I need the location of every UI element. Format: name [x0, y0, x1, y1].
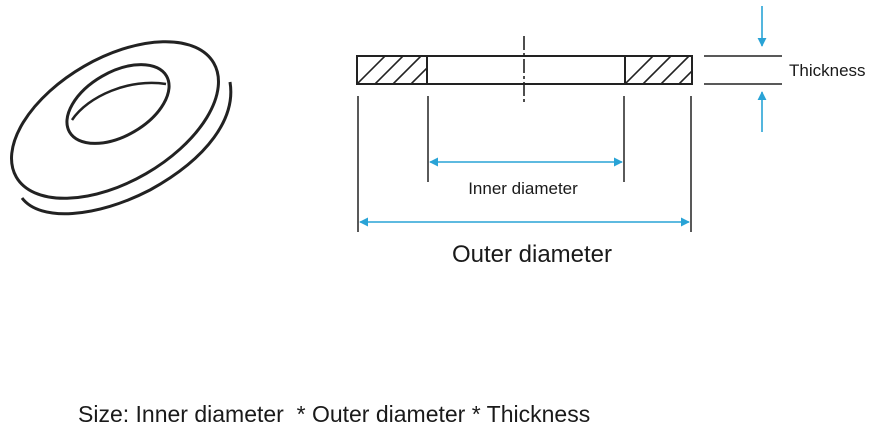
size-caption: Size: Inner diameter * Outer diameter * …: [78, 401, 590, 427]
washer-3d-illustration: [10, 40, 233, 216]
washer-inner-hole: [65, 63, 171, 145]
hatch-right: [625, 56, 692, 84]
inner-diameter-label: Inner diameter: [468, 179, 578, 198]
washer-outer-rim-back: [20, 81, 233, 216]
washer-hole-inner-wall: [70, 81, 167, 121]
washer-outer-edge: [10, 40, 220, 200]
outer-diameter-label: Outer diameter: [452, 241, 612, 268]
washer-cross-section: [356, 36, 693, 104]
extension-lines: [357, 55, 782, 232]
hatch-left: [357, 56, 427, 84]
thickness-label: Thickness: [789, 61, 866, 80]
